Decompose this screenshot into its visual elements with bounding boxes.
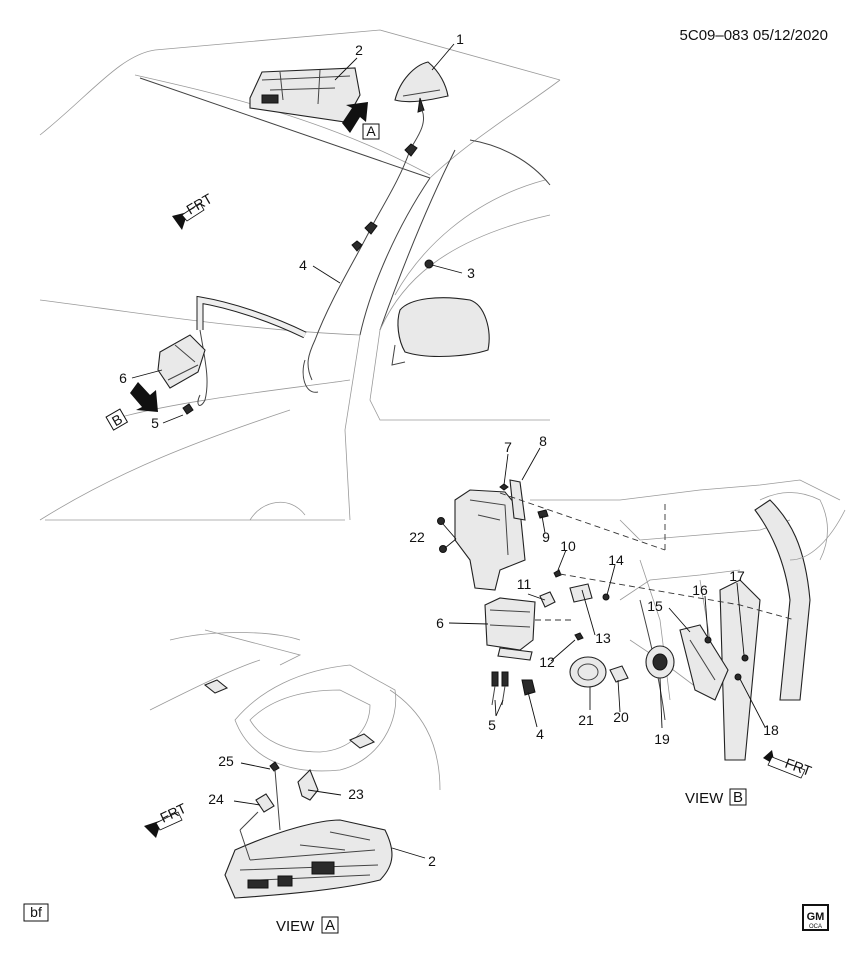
callout-2-view-a: 2 (428, 853, 436, 869)
bracket-15 (679, 624, 729, 701)
leader-lines (131, 43, 766, 859)
callout-14: 14 (608, 552, 624, 568)
view-b-body (530, 479, 846, 761)
view-b-letter: B (733, 789, 743, 806)
callout-6-view-b: 6 (436, 615, 444, 631)
bolts-22 (437, 517, 447, 553)
callout-13: 13 (595, 630, 611, 646)
vehicle-outline (39, 29, 561, 521)
antenna (394, 61, 449, 113)
callout-17: 17 (729, 568, 745, 584)
connector-4-view-b (521, 679, 536, 696)
footer-tag: bf (23, 903, 49, 922)
dashed-leaders (499, 492, 796, 621)
callout-4: 4 (299, 257, 307, 273)
view-a-arrow: A (342, 102, 380, 140)
callout-18: 18 (763, 722, 779, 738)
clip-10 (553, 569, 562, 578)
connector-5-upper (182, 403, 194, 415)
wiring-harness (196, 295, 307, 406)
callout-21: 21 (578, 712, 594, 728)
overhead-console-view-a (224, 819, 393, 899)
bracket-8 (454, 479, 526, 591)
connectors-5-view-b (491, 671, 509, 706)
view-a-parts (239, 761, 319, 861)
callout-8: 8 (539, 433, 547, 449)
module-6-view-b (484, 597, 536, 661)
frt-arrow-upper: FRT (172, 190, 215, 230)
view-a-letter: A (325, 917, 335, 934)
part-14 (602, 593, 610, 601)
part-13 (569, 583, 593, 603)
callout-11: 11 (517, 576, 532, 592)
callout-10: 10 (560, 538, 576, 554)
callout-5-view-b: 5 (488, 717, 496, 733)
view-a-marker-letter: A (366, 123, 376, 139)
view-a-word: VIEW (276, 918, 315, 935)
gm-logo-top: GM (807, 911, 825, 923)
footer-tag-text: bf (30, 904, 42, 920)
nut-7 (499, 483, 509, 491)
callout-labels: 1 2 3 4 5 6 7 8 9 10 11 12 13 14 15 16 1… (119, 31, 779, 869)
speaker-19 (645, 645, 675, 679)
module-6-upper (157, 334, 206, 389)
callout-24: 24 (208, 791, 224, 807)
screw-9 (537, 509, 549, 519)
frt-arrow-view-b: FRT (763, 750, 814, 779)
antenna-cable (302, 109, 424, 393)
callout-25: 25 (218, 753, 234, 769)
callout-15: 15 (647, 598, 663, 614)
view-a-label: VIEW A (276, 916, 339, 935)
callout-2: 2 (355, 42, 363, 58)
callout-12: 12 (539, 654, 555, 670)
view-b-arrow: B (105, 382, 158, 431)
part-11 (539, 591, 556, 608)
gm-logo: GM OCA (802, 904, 829, 931)
callout-20: 20 (613, 709, 629, 725)
part-20 (609, 665, 629, 683)
callout-1: 1 (456, 31, 464, 47)
callout-16: 16 (692, 582, 708, 598)
callout-22: 22 (409, 529, 425, 545)
callout-7: 7 (504, 439, 512, 455)
view-b-word: VIEW (685, 790, 724, 807)
speaker-21 (569, 656, 607, 688)
diagram-code: 5C09–083 05/12/2020 (680, 27, 828, 44)
overhead-console-upper (249, 67, 361, 123)
callout-19: 19 (654, 731, 670, 747)
callout-4-view-b: 4 (536, 726, 544, 742)
callout-23: 23 (348, 786, 364, 802)
callout-9: 9 (542, 529, 550, 545)
frt-arrow-view-a: FRT (144, 800, 189, 838)
gm-logo-bottom: OCA (809, 924, 822, 930)
view-a-headliner (149, 629, 441, 791)
fasteners-16-17-18 (704, 636, 749, 681)
part-12 (574, 632, 584, 641)
callout-6: 6 (119, 370, 127, 386)
callout-5: 5 (151, 415, 159, 431)
view-b-label: VIEW B (685, 788, 747, 807)
bolt-3 (424, 259, 434, 269)
callout-3: 3 (467, 265, 475, 281)
